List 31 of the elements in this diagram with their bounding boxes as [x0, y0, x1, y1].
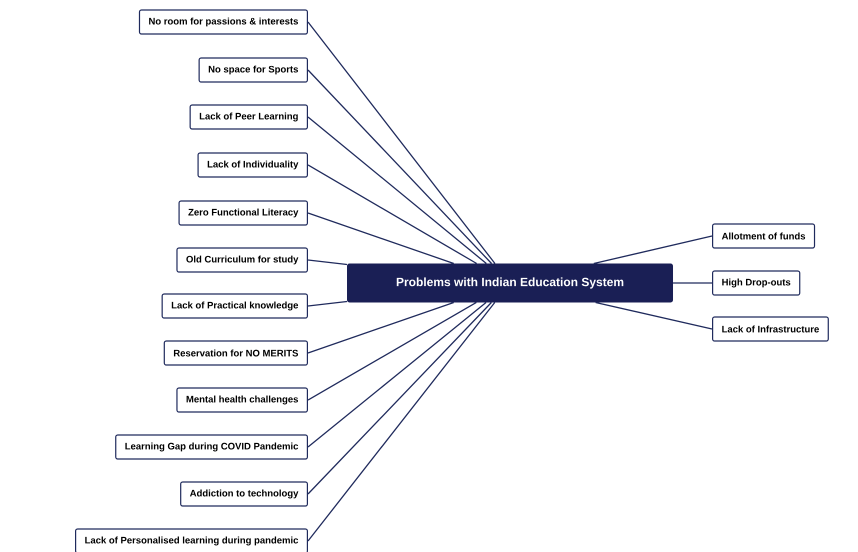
connector-line: [308, 302, 496, 542]
topic-box: Reservation for NO MERITS: [164, 340, 308, 366]
connector-line: [595, 302, 712, 330]
topic-box: Lack of Personalised learning during pandemic: [75, 528, 308, 552]
topic-box: No room for passions & interests: [138, 9, 308, 35]
connector-line: [308, 212, 454, 264]
topic-box: High Drop-outs: [712, 270, 800, 296]
topic-box: Learning Gap during COVID Pandemic: [115, 434, 308, 460]
connector-line: [308, 164, 477, 264]
connector-line: [308, 116, 487, 264]
connector-line: [308, 22, 496, 264]
topic-box: Old Curriculum for study: [176, 247, 308, 273]
central-topic-box: Problems with Indian Education System: [347, 264, 673, 302]
topic-box: Allotment of funds: [712, 223, 816, 249]
topic-box: Lack of Infrastructure: [712, 316, 829, 342]
connector-line: [308, 302, 492, 494]
connector-line: [308, 70, 492, 264]
topic-box: No space for Sports: [198, 57, 308, 83]
topic-box: Lack of Individuality: [197, 152, 308, 178]
connector-line: [673, 282, 712, 284]
topic-box: Lack of Peer Learning: [190, 104, 308, 130]
connector-line: [308, 300, 348, 307]
connector-line: [308, 302, 454, 354]
topic-box: Mental health challenges: [176, 387, 308, 413]
topic-box: Lack of Practical knowledge: [162, 293, 308, 319]
topic-box: Addiction to technology: [180, 481, 308, 507]
connector-line: [308, 259, 348, 266]
topic-box: Zero Functional Literacy: [178, 200, 308, 226]
connector-line: [308, 302, 477, 401]
connector-line: [594, 235, 712, 264]
connector-line: [308, 302, 486, 448]
